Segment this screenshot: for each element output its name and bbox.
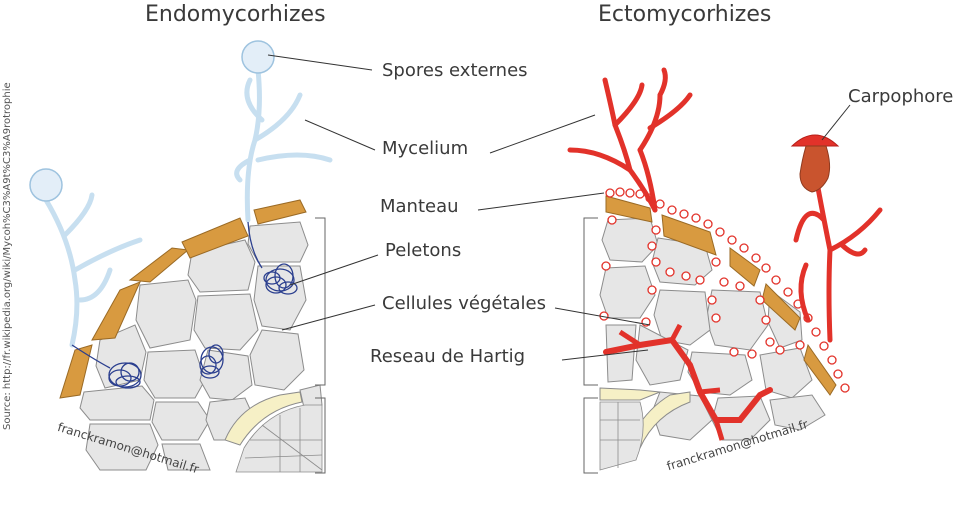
label-peletons: Peletons: [385, 240, 462, 261]
ecto-mycelium: [567, 67, 883, 343]
endo-stele-cells: [235, 404, 323, 473]
ecto-root-section: [583, 195, 837, 474]
endo-mycelium: [43, 67, 333, 348]
leader-lines: [267, 54, 851, 361]
endo-endodermis: [224, 391, 303, 446]
carpophore-icon: [790, 134, 840, 193]
ecto-mantle-hyphae: [599, 187, 850, 393]
label-manteau: Manteau: [380, 196, 459, 217]
endo-epidermis-cells: [59, 199, 307, 399]
label-hartig: Reseau de Hartig: [370, 346, 526, 367]
label-mycelium: Mycelium: [382, 138, 469, 159]
ecto-stele-cells: [599, 401, 644, 471]
endo-root-section: [59, 199, 326, 475]
label-cellules: Cellules végétales: [382, 293, 546, 314]
endo-spores: [29, 40, 275, 202]
hartig-network: [603, 323, 773, 441]
endo-peletons: [71, 221, 298, 389]
source-credit: Source: http://fr.wikipedia.org/wiki/Myc…: [2, 82, 13, 430]
ecto-mantle-cells: [605, 195, 837, 396]
ecto-title: Ectomycorhizes: [598, 2, 772, 27]
label-spores: Spores externes: [382, 60, 528, 81]
endo-plant-cells: [79, 221, 323, 471]
label-carpophore: Carpophore: [848, 86, 954, 107]
endo-title: Endomycorhizes: [145, 2, 326, 27]
